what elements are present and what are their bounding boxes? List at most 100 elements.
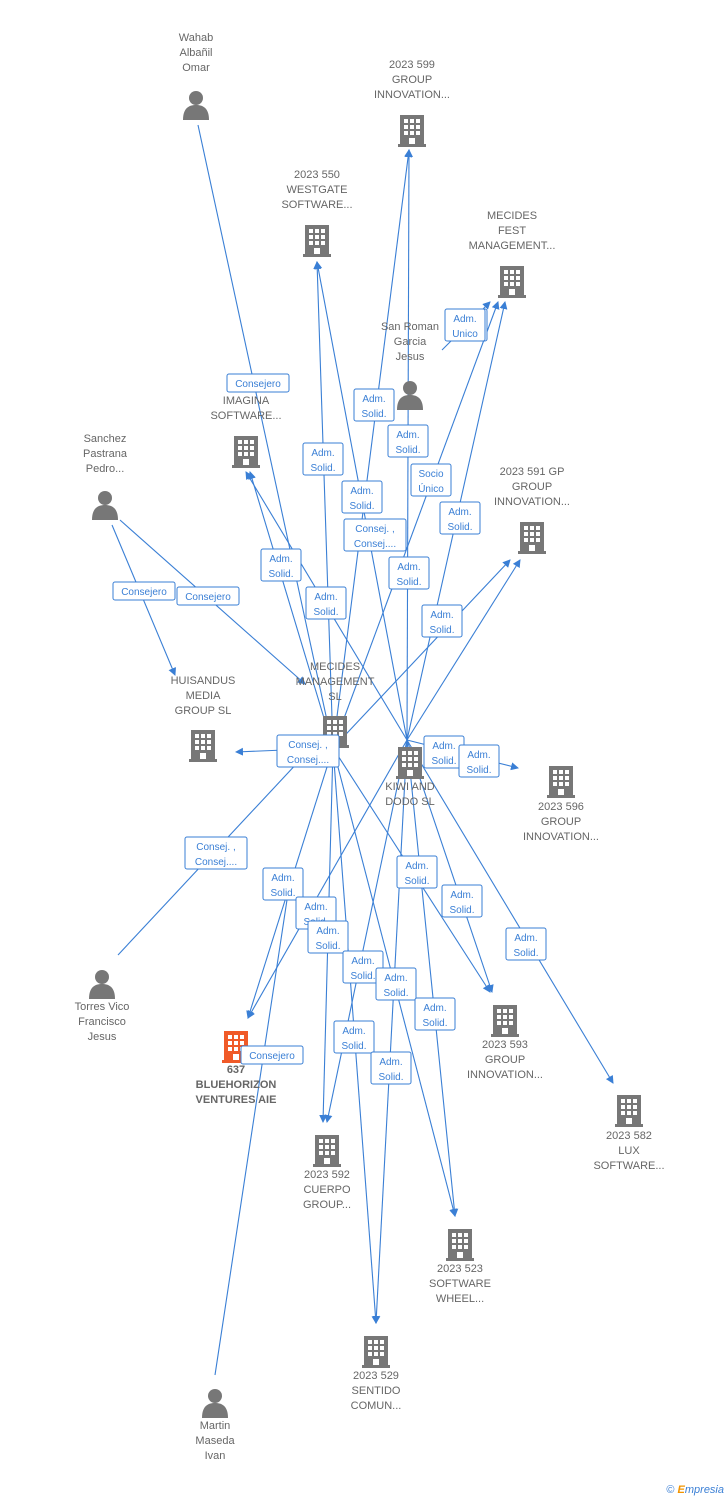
badge-label: Adm. bbox=[423, 1003, 446, 1014]
role-badge[interactable]: Adm.Solid. bbox=[262, 867, 304, 901]
node-label: GROUP SL bbox=[175, 705, 232, 717]
relation-edge bbox=[324, 739, 408, 1123]
node-label: GROUP bbox=[392, 74, 432, 86]
badge-label: Consej.... bbox=[195, 857, 237, 868]
badge-box bbox=[353, 388, 395, 422]
company-node-cuerpo[interactable]: 2023 592CUERPOGROUP... bbox=[303, 1135, 351, 1211]
node-label: COMUN... bbox=[351, 1400, 402, 1412]
node-label: Wahab bbox=[179, 32, 213, 44]
role-badge[interactable]: Adm.Solid. bbox=[260, 548, 302, 582]
building-icon bbox=[303, 225, 331, 257]
role-badge[interactable]: Consejero bbox=[112, 581, 176, 601]
node-label: HUISANDUS bbox=[171, 675, 236, 687]
badge-label: Adm. bbox=[314, 592, 337, 603]
node-label: SOFTWARE bbox=[429, 1278, 491, 1290]
role-badge[interactable]: Adm.Solid. bbox=[307, 920, 349, 954]
building-icon bbox=[491, 1005, 519, 1037]
relation-edge bbox=[372, 739, 408, 1324]
building-icon bbox=[547, 766, 575, 798]
badge-label: Adm. bbox=[271, 873, 294, 884]
badge-box bbox=[458, 744, 500, 778]
role-badge[interactable]: Adm.Solid. bbox=[370, 1051, 412, 1085]
role-badge[interactable]: Adm.Solid. bbox=[388, 556, 430, 590]
badge-label: Adm. bbox=[379, 1057, 402, 1068]
badge-label: Consej.... bbox=[287, 755, 329, 766]
role-badge[interactable]: Adm.Solid. bbox=[333, 1020, 375, 1054]
role-badge[interactable]: Adm.Solid. bbox=[387, 424, 429, 458]
role-badge[interactable]: Adm.Solid. bbox=[396, 855, 438, 889]
company-node-g596[interactable]: 2023 596GROUPINNOVATION... bbox=[523, 766, 599, 843]
role-badge[interactable]: Adm.Solid. bbox=[421, 604, 463, 638]
badge-label: Consej. , bbox=[196, 842, 235, 853]
badge-label: Solid. bbox=[513, 948, 538, 959]
role-badge[interactable]: Adm.Solid. bbox=[305, 586, 347, 620]
node-label: INNOVATION... bbox=[523, 831, 599, 843]
node-label: GROUP bbox=[485, 1054, 525, 1066]
person-icon bbox=[92, 491, 118, 520]
role-badge[interactable]: Adm.Solid. bbox=[414, 997, 456, 1031]
role-badge[interactable]: Consejero bbox=[240, 1045, 304, 1065]
role-badge[interactable]: Adm.Unico bbox=[444, 308, 486, 342]
role-badge[interactable]: Adm.Solid. bbox=[423, 735, 465, 769]
role-badge[interactable]: Adm.Solid. bbox=[375, 967, 417, 1001]
node-label: 2023 523 bbox=[437, 1263, 483, 1275]
role-badge[interactable]: Consej. ,Consej.... bbox=[343, 518, 407, 552]
role-badge[interactable]: Consej. ,Consej.... bbox=[276, 734, 340, 768]
node-label: 2023 529 bbox=[353, 1370, 399, 1382]
badge-label: Adm. bbox=[430, 610, 453, 621]
role-badge[interactable]: Adm.Solid. bbox=[342, 950, 384, 984]
footer-brand[interactable]: © Empresia bbox=[666, 1484, 724, 1496]
badge-label: Consejero bbox=[235, 379, 281, 390]
company-node-lux[interactable]: 2023 582LUXSOFTWARE... bbox=[593, 1095, 665, 1172]
company-node-g593[interactable]: 2023 593GROUPINNOVATION... bbox=[467, 1005, 543, 1081]
company-node-g599[interactable]: 2023 599GROUPINNOVATION... bbox=[374, 59, 450, 147]
role-badge[interactable]: Consej. , Consej.... bbox=[184, 836, 248, 870]
company-node-imagina[interactable]: 2...IMAGINASOFTWARE... bbox=[210, 380, 282, 468]
person-icon bbox=[202, 1389, 228, 1418]
edges-layer bbox=[111, 124, 614, 1376]
badge-label: Solid. bbox=[447, 522, 472, 533]
badge-box bbox=[112, 581, 176, 601]
badge-box bbox=[370, 1051, 412, 1085]
company-node-wheel[interactable]: 2023 523SOFTWAREWHEEL... bbox=[429, 1229, 491, 1305]
badge-label: Adm. bbox=[384, 973, 407, 984]
node-label: KIWI AND bbox=[385, 781, 435, 793]
role-badge[interactable]: Adm.Solid. bbox=[439, 501, 481, 535]
node-label: 2023 599 bbox=[389, 59, 435, 71]
company-node-g591[interactable]: 2023 591 GPGROUPINNOVATION... bbox=[494, 466, 570, 554]
company-node-mfest[interactable]: MECIDESFESTMANAGEMENT... bbox=[469, 210, 556, 298]
company-node-w550[interactable]: 2023 550WESTGATESOFTWARE... bbox=[281, 169, 353, 257]
role-badge[interactable]: Adm.Solid. bbox=[458, 744, 500, 778]
badge-label: Adm. bbox=[450, 890, 473, 901]
node-label: 2023 596 bbox=[538, 801, 584, 813]
role-badge[interactable]: Adm.Solid. bbox=[353, 388, 395, 422]
node-label: INNOVATION... bbox=[494, 496, 570, 508]
node-label: Pastrana bbox=[83, 448, 128, 460]
badge-label: Adm. bbox=[397, 562, 420, 573]
role-badge[interactable]: Adm.Solid. bbox=[505, 927, 547, 961]
node-label: GROUP bbox=[512, 481, 552, 493]
badge-label: Adm. bbox=[304, 902, 327, 913]
node-label: Ivan bbox=[205, 1450, 226, 1462]
person-node-sanchez[interactable]: SanchezPastranaPedro... bbox=[83, 433, 128, 520]
role-badge[interactable]: Consejero bbox=[176, 586, 240, 606]
node-label: 2023 592 bbox=[304, 1169, 350, 1181]
node-label: BLUEHORIZON bbox=[196, 1079, 277, 1091]
role-badge[interactable]: Adm.Solid. bbox=[302, 442, 344, 476]
role-badge[interactable]: Adm.Solid. bbox=[441, 884, 483, 918]
role-badge[interactable]: Consejero bbox=[226, 373, 290, 393]
badge-box bbox=[421, 604, 463, 638]
role-badge[interactable]: Adm.Solid. bbox=[341, 480, 383, 514]
node-label: SENTIDO bbox=[352, 1385, 401, 1397]
